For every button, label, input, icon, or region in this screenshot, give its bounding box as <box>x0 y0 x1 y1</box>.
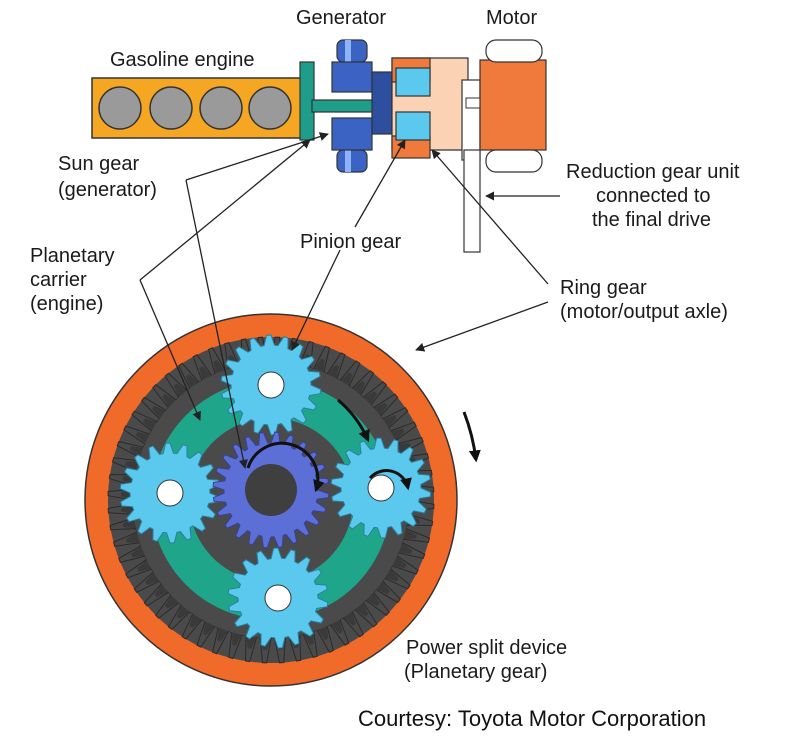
reduction-label-line1: Reduction gear unit <box>566 161 740 183</box>
pinion-hub-bottom <box>264 584 292 612</box>
generator <box>331 39 393 173</box>
planetary-carrier-label: Planetary <box>30 245 115 267</box>
gasoline-engine-label: Gasoline engine <box>110 49 255 71</box>
ring-gear-label: Ring gear <box>560 277 647 299</box>
leader-lines <box>139 132 560 469</box>
sun-gear-hub <box>245 464 297 516</box>
ring-rotation-arrow <box>462 411 481 463</box>
planetary-carrier <box>150 380 391 620</box>
pinion-hub-right <box>367 474 395 502</box>
planetary-carrier-sublabel-2: (engine) <box>30 293 103 315</box>
reduction-label-line2: connected to <box>596 185 711 207</box>
generator-label: Generator <box>296 7 386 29</box>
ring-gear-sublabel: (motor/output axle) <box>560 301 728 323</box>
planetary-gear-set <box>84 313 481 687</box>
motor <box>479 39 547 173</box>
pinion-gears <box>119 334 432 649</box>
reduction-shaft <box>461 79 481 253</box>
sun-gear-label: Sun gear <box>58 153 140 175</box>
labels: Generator Motor Gasoline engine Sun gear… <box>30 7 740 731</box>
pinion-hub-left <box>156 479 184 507</box>
pinion-rotation-arrow <box>368 469 412 491</box>
pinion-hub-top <box>257 371 285 399</box>
motor-label: Motor <box>486 7 537 29</box>
pinion-gear-label: Pinion gear <box>300 231 402 253</box>
power-split-sublabel: (Planetary gear) <box>404 661 547 683</box>
reduction-label-line3: the final drive <box>592 209 711 231</box>
planetary-carrier-sublabel: carrier <box>30 269 87 291</box>
mechanism-cross-section <box>91 39 547 253</box>
carrier-rotation-arrow <box>337 398 370 443</box>
sun-rotation-arrow <box>246 441 325 493</box>
power-split-label: Power split device <box>406 637 567 659</box>
sun-gear-sublabel: (generator) <box>58 179 157 201</box>
gasoline-engine <box>91 77 305 139</box>
credit-text: Courtesy: Toyota Motor Corporation <box>358 706 706 731</box>
